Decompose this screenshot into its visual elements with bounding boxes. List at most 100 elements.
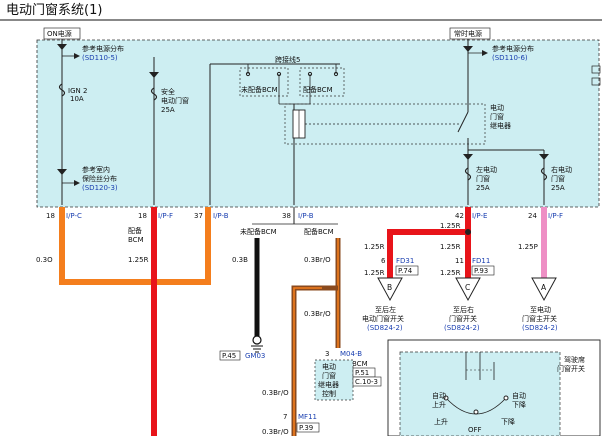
switch-auto-down-1: 自动: [512, 391, 526, 400]
bcm-box-l3: 继电器: [318, 380, 339, 389]
always-power-label: 常时电源: [454, 29, 482, 38]
bcm-label: 配备BCM: [304, 227, 334, 236]
fd11-page-box: [471, 265, 495, 276]
jumper-label: 跨接线5: [275, 55, 300, 64]
dest-b-triangle: [377, 277, 403, 302]
conn-38: I/P-B: [298, 212, 314, 220]
bcm-box-l2: 门窗: [322, 371, 336, 380]
edge-mark-2: [591, 77, 601, 86]
right-dist-label: 参考电源分布: [492, 44, 534, 53]
ground-page-box: [219, 350, 241, 361]
conn-24: I/P-F: [548, 212, 563, 220]
relay-l1: 电动: [490, 103, 504, 112]
dest-c-code: (SD824-2): [444, 324, 480, 332]
no-bcm-jumper-label: 未配备BCM: [241, 85, 278, 94]
edge-mark-1: [591, 65, 601, 74]
dest-b-l2: 电动门窗开关: [362, 314, 404, 323]
safe-fuse-l1: 安全: [161, 87, 175, 96]
m04b-page-1: P.51: [355, 369, 369, 377]
wire-03bro-c: 0.3Br/O: [262, 389, 289, 397]
m04b-name: M04-B: [340, 350, 362, 358]
left-dist-code: (SD110-5): [82, 54, 118, 62]
left-fuse-l3: 25A: [476, 184, 490, 192]
pin-18a: 18: [46, 212, 55, 220]
switch-auto-down-2: 下降: [512, 400, 526, 409]
mf11-name: MF11: [298, 413, 317, 421]
pin-38: 38: [282, 212, 291, 220]
right-dist-arrowhead: [482, 50, 488, 56]
dest-c-l2: 门窗开关: [449, 314, 477, 323]
dest-c-l1: 至后右: [453, 305, 474, 314]
right-fuse-l1: 右电动: [551, 165, 572, 174]
always-power-box: [449, 27, 491, 40]
dest-a-letter: A: [541, 283, 547, 292]
right-fuse-l2: 门窗: [551, 174, 565, 183]
no-bcm-label: 未配备BCM: [240, 227, 277, 236]
orange-wire: [59, 207, 211, 285]
right-fuse-icon: [540, 167, 548, 181]
dest-c-triangle: [455, 277, 481, 302]
safe-fuse-l3: 25A: [161, 106, 175, 114]
wire-125r-c: 1.25R: [364, 243, 385, 251]
wire-03bro-b: 0.3Br/O: [304, 310, 331, 318]
dest-a-triangle: [531, 277, 557, 302]
wire-125r-d: 1.25R: [440, 243, 461, 251]
relay-contact: [457, 111, 469, 133]
mf11-pin: 7: [283, 413, 287, 421]
pin-37: 37: [194, 212, 203, 220]
switch-title-1: 驾驶席: [564, 355, 585, 364]
fd31-pin: 6: [381, 257, 386, 265]
dest-b-l1: 至后左: [375, 305, 396, 314]
dest-c-letter: C: [465, 283, 470, 292]
switch-down: 下降: [501, 417, 515, 426]
wire-03o: 0.3O: [36, 256, 53, 264]
m04b-page-2: C.10-3: [355, 378, 378, 386]
safe-fuse-icon: [150, 87, 158, 101]
bcm-equipped-l2: BCM: [128, 236, 144, 244]
ign2-fuse-label: IGN 2: [68, 87, 87, 95]
left-dist-arrowhead: [74, 53, 80, 59]
dest-b-letter: B: [387, 283, 392, 292]
conn-37: I/P-B: [213, 212, 229, 220]
switch-contact-down: [503, 395, 509, 401]
fd11-page: P.93: [474, 267, 488, 275]
pin-18b: 18: [138, 212, 147, 220]
fuse-dist-dot: [57, 169, 67, 175]
dest-a-l2: 门窗主开关: [522, 314, 557, 323]
fd11-pin: 11: [455, 257, 464, 265]
relay-l2: 门窗: [490, 112, 504, 121]
conn-18a: I/P-C: [66, 212, 82, 220]
dest-a-code: (SD824-2): [522, 324, 558, 332]
m04b-page-box-2: [352, 376, 382, 387]
on-power-label: ON电源: [47, 29, 72, 38]
left-fuse-arrow: [463, 154, 473, 160]
switch-title-2: 门窗开关: [557, 364, 585, 373]
ground-name: GM03: [245, 352, 265, 360]
wire-125r-a: 1.25R: [128, 256, 149, 264]
pin-24: 24: [528, 212, 537, 220]
fd31-page: P.74: [398, 267, 413, 275]
wire-03b: 0.3B: [232, 256, 248, 264]
bcm-jumper-box: [299, 67, 345, 97]
conn-18b: I/P-F: [158, 212, 173, 220]
conn-42: I/P-E: [472, 212, 487, 220]
fuse-dist-arrowhead: [74, 180, 80, 186]
brown-wire-loop-stripe: [293, 287, 322, 436]
mf11-page-box: [296, 422, 320, 433]
m04b-bcm: BCM: [352, 360, 368, 368]
fd31-page-box: [395, 265, 419, 276]
junction-box: [36, 39, 600, 208]
right-fuse-l3: 25A: [551, 184, 565, 192]
dest-b-code: (SD824-2): [367, 324, 403, 332]
bcm-box-l4: 控制: [322, 389, 336, 398]
right-dist-arrow: [463, 46, 473, 52]
bcm-jumper-label: 配备BCM: [303, 85, 333, 94]
wire-125p: 1.25P: [518, 243, 538, 251]
safe-fuse-arrow: [149, 72, 159, 78]
switch-off: OFF: [468, 426, 482, 434]
switch-contact-up: [443, 395, 449, 401]
m04b-pin: 3: [325, 350, 329, 358]
fd31-name: FD31: [396, 257, 414, 265]
bcm-control-box: [314, 359, 354, 401]
